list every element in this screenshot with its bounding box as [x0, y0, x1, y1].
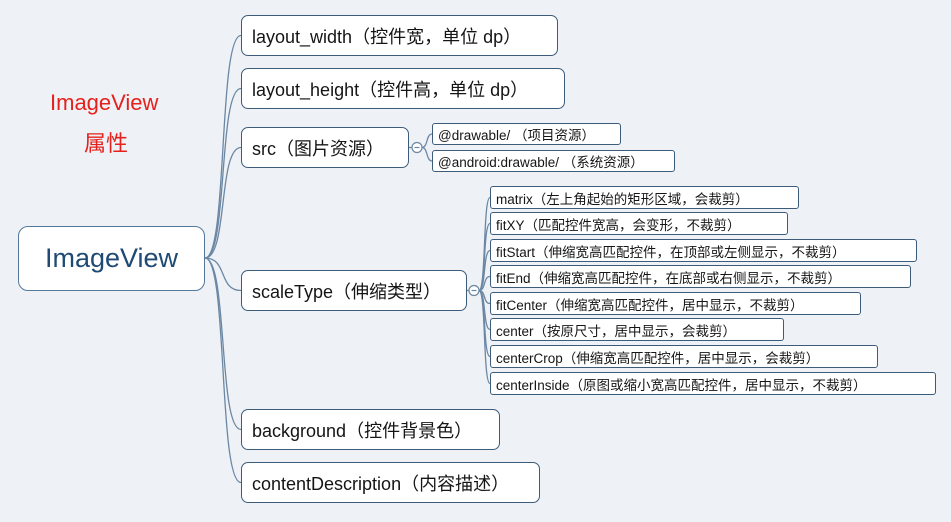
root-topic[interactable]: ImageView [18, 226, 205, 291]
subtopic-android-drawable[interactable]: @android:drawable/ （系统资源） [432, 150, 675, 172]
floating-title-line1[interactable]: ImageView [50, 90, 159, 115]
subtopic-label: @drawable/ （项目资源） [438, 128, 595, 143]
topic-layout-width[interactable]: layout_width（控件宽，单位 dp） [241, 15, 558, 56]
subtopic-label: fitCenter（伸缩宽高匹配控件，居中显示，不裁剪） [496, 297, 804, 313]
topic-label: layout_height（控件高，单位 dp） [252, 79, 529, 100]
subtopic-label: fitXY（匹配控件宽高，会变形，不裁剪） [496, 217, 741, 233]
connector-line [204, 87, 242, 259]
subtopic-label: centerInside（原图或缩小宽高匹配控件，居中显示，不裁剪） [496, 377, 867, 393]
src-collapse-icon[interactable] [411, 141, 423, 154]
subtopic-fitxy[interactable]: fitXY（匹配控件宽高，会变形，不裁剪） [490, 212, 788, 235]
connector-line [204, 257, 242, 292]
connector-line [204, 257, 242, 431]
connector-line [478, 275, 491, 292]
topic-src[interactable]: src（图片资源） [241, 127, 409, 168]
root-topic-label: ImageView [44, 243, 179, 273]
subtopic-fitcenter[interactable]: fitCenter（伸缩宽高匹配控件，居中显示，不裁剪） [490, 292, 861, 315]
subtopic-label: @android:drawable/ （系统资源） [438, 155, 644, 170]
topic-label: contentDescription（内容描述） [252, 473, 510, 494]
topic-label: src（图片资源） [252, 138, 384, 159]
subtopic-label: centerCrop（伸缩宽高匹配控件，居中显示，会裁剪） [496, 350, 820, 366]
subtopic-fitstart[interactable]: fitStart（伸缩宽高匹配控件，在顶部或左侧显示，不裁剪） [490, 239, 917, 262]
scaletype-collapse-icon[interactable] [468, 284, 480, 297]
subtopic-label: matrix（左上角起始的矩形区域，会裁剪） [496, 191, 749, 207]
subtopic-label: fitStart（伸缩宽高匹配控件，在顶部或左侧显示，不裁剪） [496, 244, 846, 260]
connector-line [204, 34, 242, 259]
subtopic-drawable[interactable]: @drawable/ （项目资源） [432, 123, 621, 145]
subtopic-label: center（按原尺寸，居中显示，会裁剪） [496, 323, 737, 339]
topic-label: scaleType（伸缩类型） [252, 281, 442, 302]
topic-label: background（控件背景色） [252, 420, 473, 441]
connector-line [421, 133, 433, 149]
connector-line [478, 249, 491, 292]
subtopic-fitend[interactable]: fitEnd（伸缩宽高匹配控件，在底部或右侧显示，不裁剪） [490, 265, 911, 288]
connector-line [421, 146, 433, 162]
subtopic-center[interactable]: center（按原尺寸，居中显示，会裁剪） [490, 318, 784, 341]
connector-line [478, 289, 491, 385]
connector-line [204, 257, 242, 484]
topic-background[interactable]: background（控件背景色） [241, 409, 500, 450]
subtopic-label: fitEnd（伸缩宽高匹配控件，在底部或右侧显示，不裁剪） [496, 270, 842, 286]
topic-label: layout_width（控件宽，单位 dp） [252, 26, 522, 47]
topic-scaletype[interactable]: scaleType（伸缩类型） [241, 270, 467, 311]
connector-line [204, 146, 242, 259]
subtopic-centercrop[interactable]: centerCrop（伸缩宽高匹配控件，居中显示，会裁剪） [490, 345, 878, 368]
topic-layout-height[interactable]: layout_height（控件高，单位 dp） [241, 68, 565, 109]
subtopic-matrix[interactable]: matrix（左上角起始的矩形区域，会裁剪） [490, 186, 799, 209]
subtopic-centerinside[interactable]: centerInside（原图或缩小宽高匹配控件，居中显示，不裁剪） [490, 372, 936, 395]
topic-content-description[interactable]: contentDescription（内容描述） [241, 462, 540, 503]
floating-title-line2[interactable]: 属性 [84, 131, 129, 156]
